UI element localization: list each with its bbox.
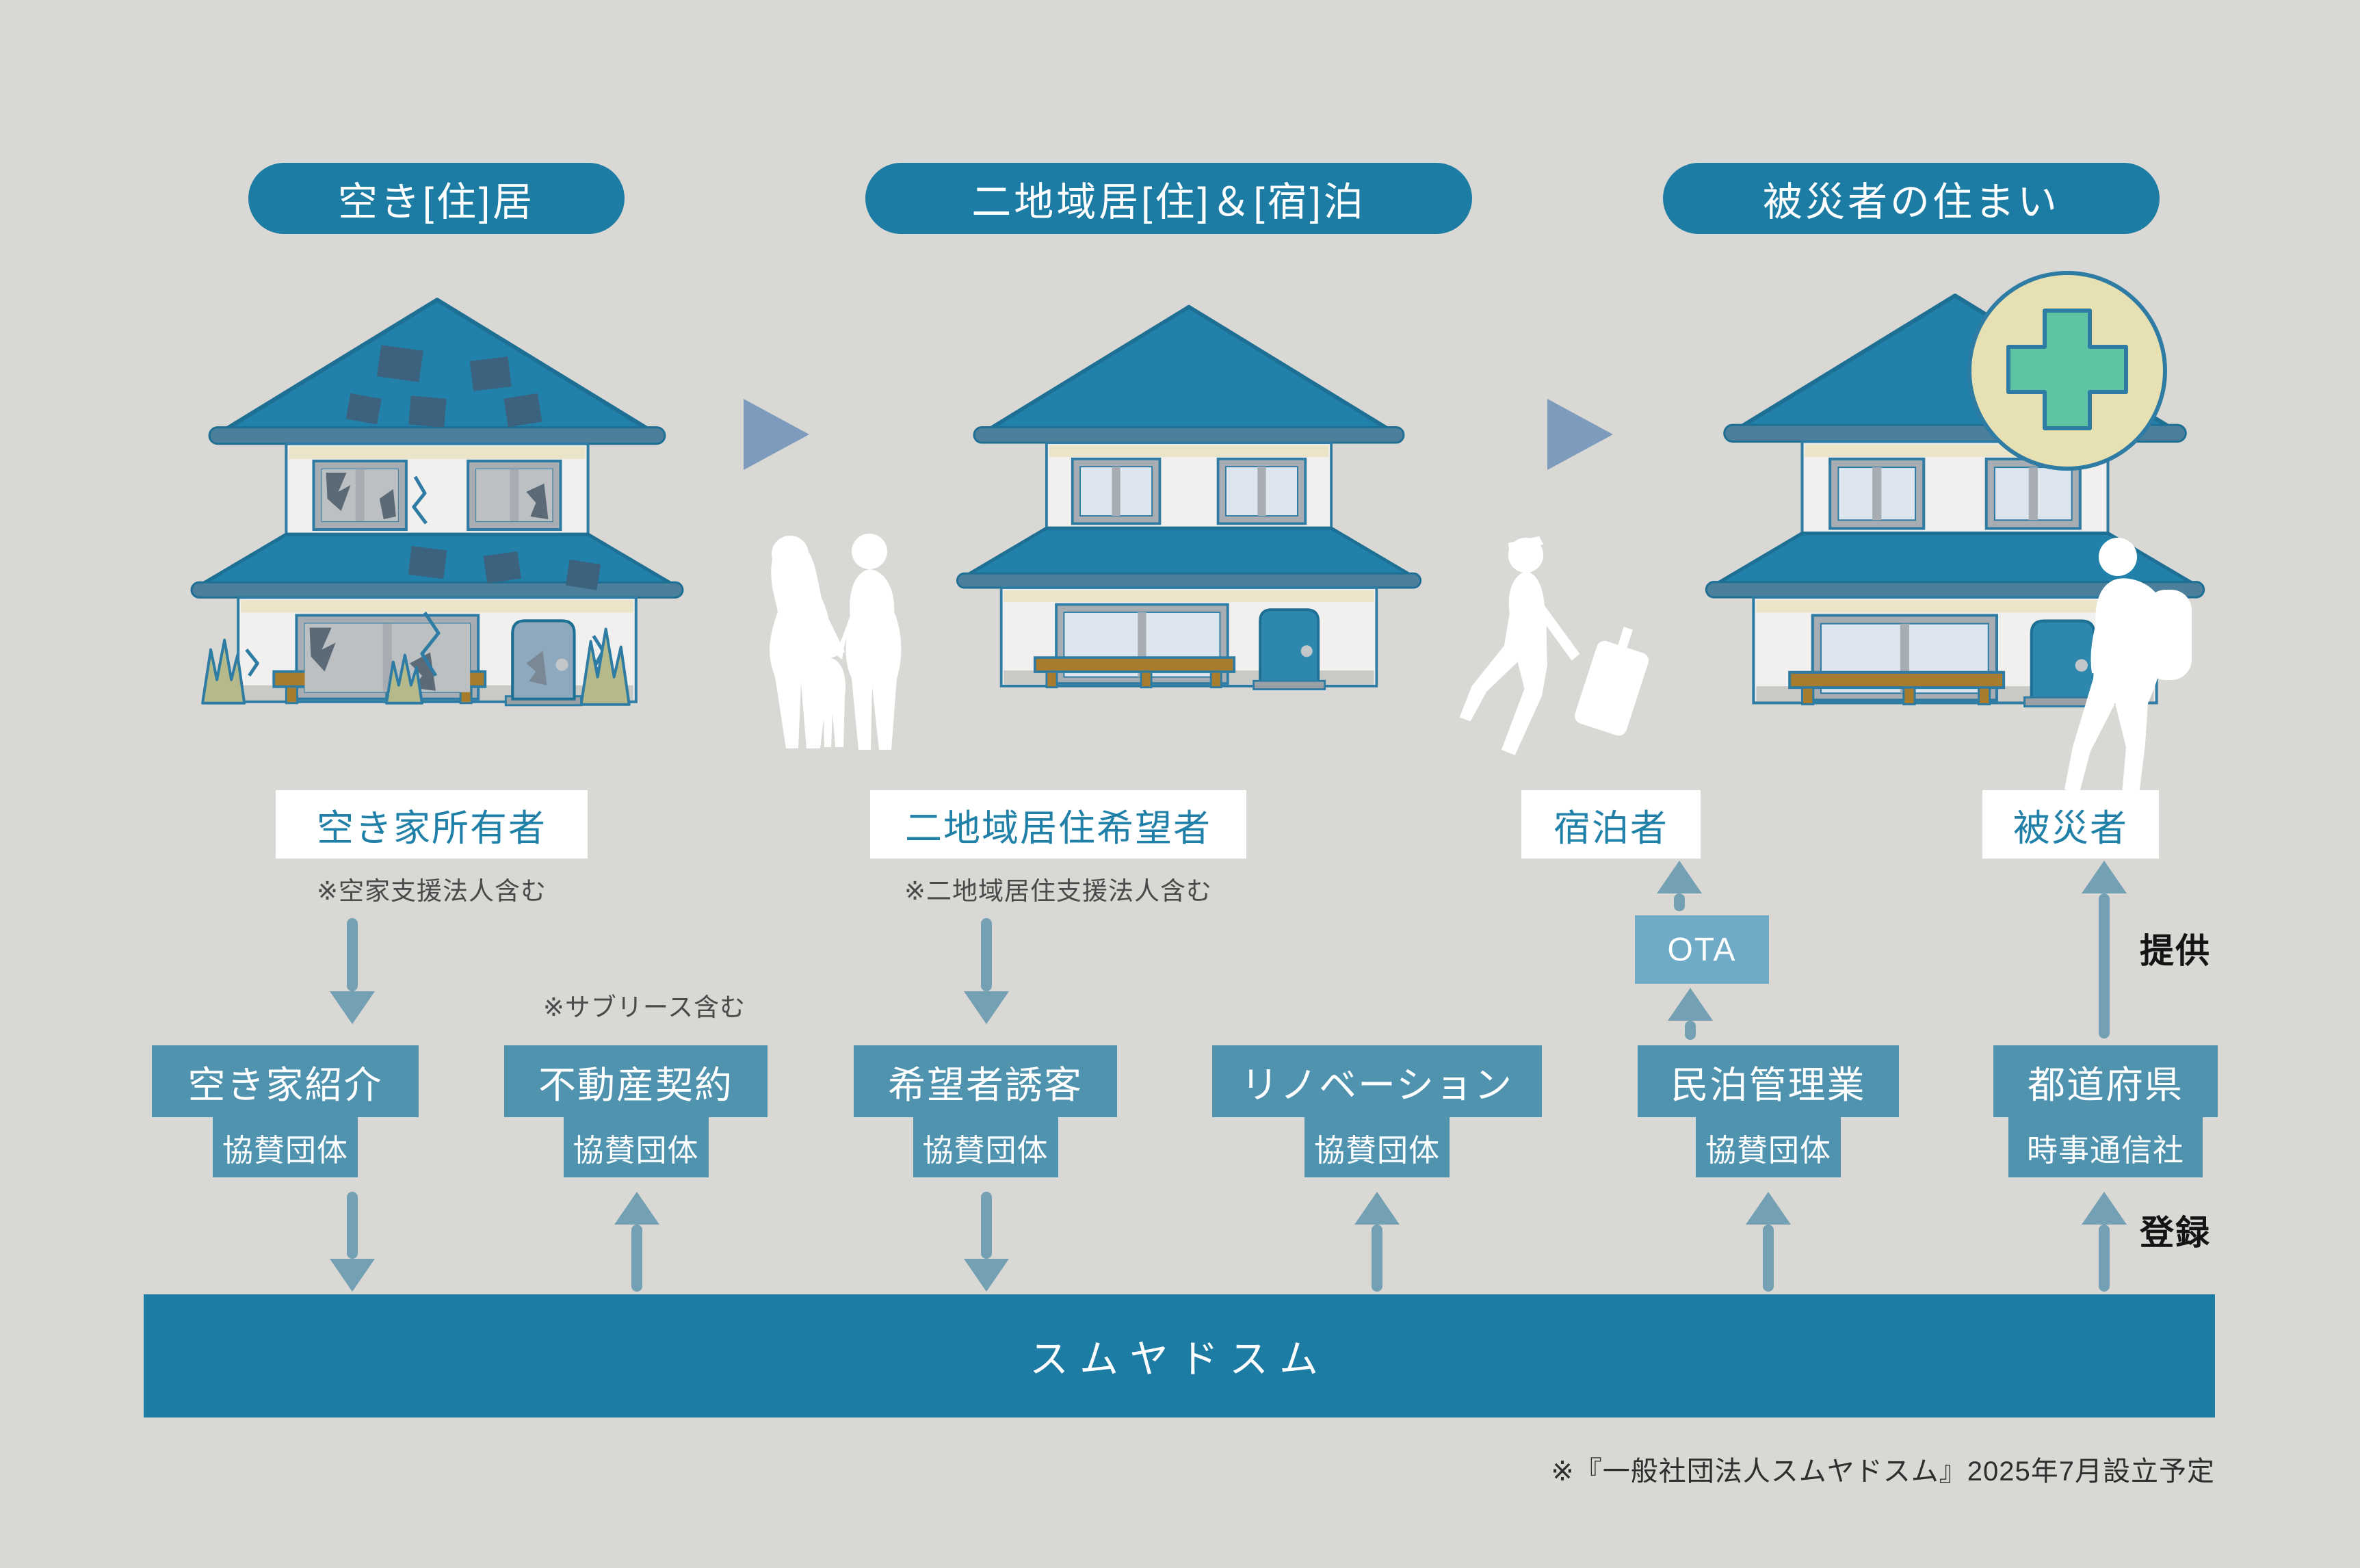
actor-label-dual-residence-applicant: 二地域居住希望者 — [870, 790, 1246, 859]
process-box-real-estate-contract: 不動産契約 協賛団体 — [504, 1045, 768, 1177]
actor-label-vacant-house-owner: 空き家所有者 — [276, 790, 588, 859]
platform-bar: スムヤドスム — [144, 1294, 2215, 1417]
arrow-minpaku-to-ota — [1668, 988, 1713, 1040]
provide-label: 提供 — [2140, 932, 2211, 970]
dual-residence-house-illustration — [949, 289, 1428, 720]
process-box-title: 都道府県 — [1993, 1045, 2218, 1117]
register-label: 登録 — [2140, 1214, 2211, 1252]
process-box-subtitle: 協賛団体 — [1304, 1117, 1450, 1177]
arrow-applicant-to-attract — [964, 918, 1009, 1024]
arrow-platform-to-minpaku — [1746, 1192, 1791, 1292]
process-box-minpaku-management: 民泊管理業 協賛団体 — [1638, 1045, 1899, 1177]
process-box-attract-applicants: 希望者誘客 協賛団体 — [854, 1045, 1117, 1177]
actor-label-disaster-victim: 被災者 — [1982, 790, 2159, 859]
arrow-ota-to-guest — [1657, 861, 1702, 911]
process-box-renovation: リノベーション 協賛団体 — [1212, 1045, 1542, 1177]
arrow-attract-to-platform — [964, 1192, 1009, 1292]
family-silhouette-icon — [748, 530, 913, 755]
arrow-platform-to-renovation — [1354, 1192, 1400, 1292]
ota-box: OTA — [1635, 915, 1769, 984]
process-box-subtitle: 時事通信社 — [2008, 1117, 2203, 1177]
stage-arrow-icon — [744, 399, 809, 470]
process-box-title: 希望者誘客 — [854, 1045, 1117, 1117]
stage-pill-dual-residence: 二地域居[住]＆[宿]泊 — [865, 163, 1472, 234]
process-box-title: 空き家紹介 — [152, 1045, 419, 1117]
arrow-owner-to-intro — [330, 918, 375, 1024]
footer-note: ※『一般社団法人スムヤドスム』2025年7月設立予定 — [1551, 1456, 2215, 1487]
process-box-title: リノベーション — [1212, 1045, 1542, 1117]
process-box-prefecture: 都道府県 時事通信社 — [1993, 1045, 2218, 1177]
process-box-subtitle: 協賛団体 — [1696, 1117, 1841, 1177]
stage-arrow-icon — [1547, 399, 1613, 470]
process-box-vacant-house-intro: 空き家紹介 協賛団体 — [152, 1045, 419, 1177]
process-box-subtitle: 協賛団体 — [213, 1117, 358, 1177]
arrow-intro-to-platform — [330, 1192, 375, 1292]
process-box-title: 不動産契約 — [504, 1045, 768, 1117]
vacant-house-illustration — [183, 293, 691, 725]
backpacker-silhouette-icon — [2052, 521, 2230, 811]
stage-pill-vacant-house: 空き[住]居 — [248, 163, 625, 234]
traveler-silhouette-icon — [1445, 530, 1657, 755]
actor-label-guest: 宿泊者 — [1521, 790, 1701, 859]
process-box-title: 民泊管理業 — [1638, 1045, 1899, 1117]
note-sublease: ※サブリース含む — [542, 993, 746, 1021]
arrow-prefecture-to-victim — [2082, 861, 2127, 1038]
stage-pill-disaster-housing: 被災者の住まい — [1663, 163, 2160, 234]
medical-cross-badge-icon — [1965, 268, 2170, 473]
process-box-subtitle: 協賛団体 — [563, 1117, 709, 1177]
arrow-platform-to-contract — [614, 1192, 659, 1292]
note-applicant: ※二地域居住支援法人含む — [904, 877, 1212, 905]
note-owner: ※空家支援法人含む — [316, 877, 547, 905]
arrow-platform-to-prefecture — [2082, 1192, 2127, 1292]
process-box-subtitle: 協賛団体 — [913, 1117, 1058, 1177]
